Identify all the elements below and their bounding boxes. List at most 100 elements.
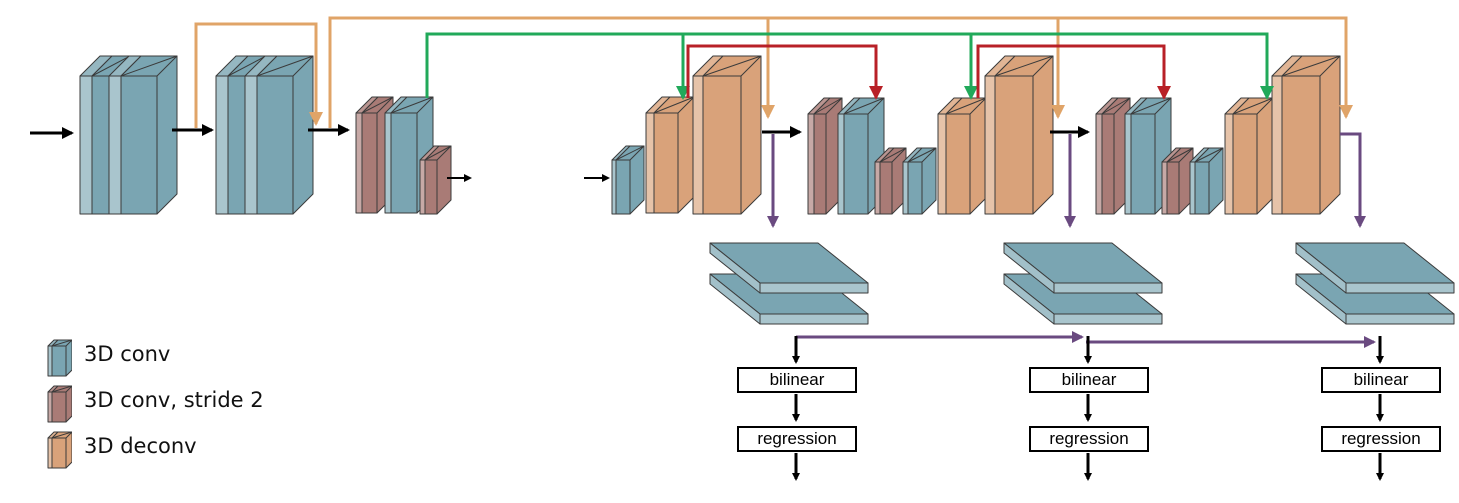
enc-conv-1b-front (120, 55, 178, 215)
dec-deconv-1a (645, 96, 695, 214)
dec-deconv-3a (1224, 97, 1274, 215)
skip-green-1 (425, 32, 690, 100)
feature-plates (709, 242, 1455, 325)
layer-blocks (79, 55, 1341, 215)
enc-conv-1a-side (79, 75, 93, 215)
enc-stride-2 (419, 145, 452, 215)
plates-3-top-front (1345, 282, 1455, 294)
legend-swatch-1-side (47, 391, 53, 423)
dec-conv-2b (902, 147, 937, 215)
dec-conv-3b-side (1189, 161, 1196, 215)
dec-deconv-1a-side (645, 112, 655, 214)
bilinear-box-1: bilinear (737, 367, 857, 393)
legend-item-conv-stride2: 3D conv, stride 2 (46, 384, 346, 424)
skip-orange-1 (194, 22, 323, 128)
plates-1-bottom-front (759, 313, 869, 325)
legend-label-deconv: 3D deconv (84, 434, 197, 458)
regression-box-3: regression (1321, 426, 1441, 452)
enc-stride-2-side (419, 159, 426, 215)
skip-orange-2 (328, 16, 775, 128)
skip-connections (194, 16, 1353, 128)
dec-stride-3b-side (1161, 161, 1168, 215)
dec-deconv-1b-front (702, 55, 762, 215)
skip-red-2 (976, 44, 1171, 100)
dec-deconv-2b-edge (994, 55, 1054, 77)
dec-deconv-2a-side (937, 113, 947, 215)
legend-swatch-1-front (51, 385, 72, 423)
dec-deconv-1b-edge (702, 55, 762, 77)
dec-stride-2b-edge (879, 147, 907, 163)
legend-swatch-0 (47, 339, 72, 377)
dec-deconv-1b-side (692, 75, 704, 215)
dec-conv-2b-side (902, 161, 909, 215)
enc-stride-2-front (424, 145, 452, 215)
legend: 3D conv 3D conv, stride 2 3D deconv (46, 338, 346, 478)
legend-item-conv: 3D conv (46, 338, 346, 378)
enc-conv-1b-edge (120, 55, 178, 77)
conv-swatch-icon (47, 339, 72, 377)
dec-conv-1-edge (615, 145, 645, 161)
dec-conv-3a (1124, 97, 1172, 215)
dec-conv-2a-side (837, 113, 845, 215)
regression-box-1: regression (737, 426, 857, 452)
legend-swatch-0-edge (51, 339, 72, 347)
dec-deconv-2a-edge (945, 97, 987, 115)
plates-2-bottom-front (1053, 313, 1163, 325)
enc-stride-1-edge (361, 96, 394, 114)
conv-stride2-swatch-icon (47, 385, 72, 423)
dec-deconv-1b (692, 55, 762, 215)
dec-stride-3a-side (1095, 113, 1103, 215)
enc-conv-1b (108, 55, 178, 215)
enc-stride-2-edge (424, 145, 452, 161)
dec-stride-2b-front (879, 147, 907, 215)
dec-conv-2a-edge (843, 97, 885, 115)
dec-deconv-2b (984, 55, 1054, 215)
plates-3-top (1295, 242, 1455, 294)
head-arrows (792, 336, 1384, 481)
skip-red-1 (686, 44, 883, 100)
dec-conv-3b-edge (1194, 147, 1224, 163)
dec-stride-2a-side (807, 113, 815, 215)
dec-deconv-3a-front (1232, 97, 1274, 215)
enc-conv-2b-edge (256, 55, 314, 77)
dec-deconv-3a-edge (1232, 97, 1274, 115)
dec-deconv-3b-edge (1281, 55, 1341, 77)
dec-deconv-1a-front (653, 96, 695, 214)
enc-conv-3-edge (390, 96, 434, 114)
purple-down-3 (1340, 132, 1366, 228)
deconv-swatch-icon (47, 431, 72, 469)
dec-deconv-3b-side (1271, 75, 1283, 215)
purple-arrows (767, 132, 1376, 348)
legend-swatch-0-side (47, 345, 53, 377)
skip-green-3 (971, 32, 1274, 100)
dec-deconv-3b-front (1281, 55, 1341, 215)
dec-stride-2b-side (874, 161, 881, 215)
dec-stride-3a (1095, 97, 1131, 215)
legend-label-conv: 3D conv (84, 342, 171, 366)
legend-swatch-2 (47, 431, 72, 469)
skip-orange-4 (1058, 16, 1353, 119)
dec-conv-1 (611, 145, 645, 215)
dec-conv-3b (1189, 147, 1224, 215)
legend-swatch-2-side (47, 437, 53, 469)
enc-conv-3-side (384, 112, 392, 214)
enc-conv-2b (244, 55, 314, 215)
plates-3-bottom-front (1345, 313, 1455, 325)
dec-deconv-2b-side (984, 75, 996, 215)
dec-deconv-3a-side (1224, 113, 1234, 215)
dec-stride-2a-edge (813, 97, 843, 115)
plates-2-top (1003, 242, 1163, 294)
bilinear-box-3: bilinear (1321, 367, 1441, 393)
enc-conv-2b-front (256, 55, 314, 215)
legend-label-conv-stride2: 3D conv, stride 2 (84, 388, 264, 412)
legend-swatch-0-front (51, 339, 72, 377)
enc-conv-2b-side (244, 75, 258, 215)
dec-stride-3b-edge (1166, 147, 1194, 163)
dec-conv-1-side (611, 159, 617, 215)
dec-deconv-1a-edge (653, 96, 695, 114)
dec-stride-3a-edge (1101, 97, 1131, 115)
legend-swatch-2-edge (51, 431, 72, 439)
dec-deconv-2a (937, 97, 987, 215)
dec-stride-3b-front (1166, 147, 1194, 215)
dec-deconv-2a-front (945, 97, 987, 215)
